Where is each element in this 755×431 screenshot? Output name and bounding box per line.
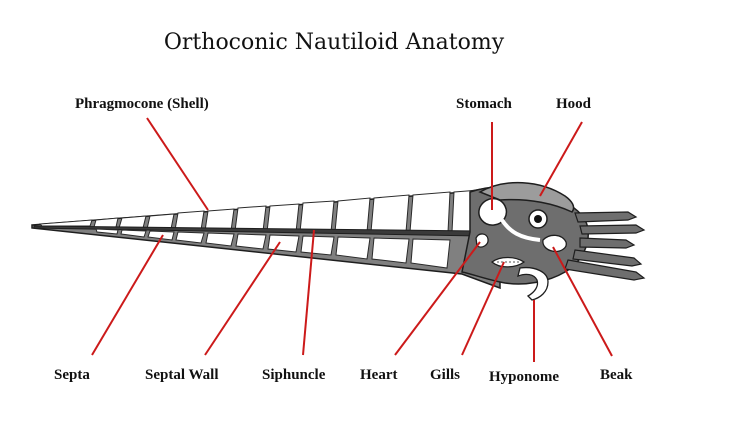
eye-pupil xyxy=(534,215,542,223)
label-gills: Gills xyxy=(430,367,460,384)
leader-septal-wall xyxy=(205,242,280,355)
leader-septa xyxy=(92,235,163,355)
shell-chambers-upper xyxy=(40,190,480,232)
label-stomach: Stomach xyxy=(456,96,512,113)
label-phragmocone: Phragmocone (Shell) xyxy=(75,96,209,113)
label-septa: Septa xyxy=(54,367,90,384)
label-hood: Hood xyxy=(556,96,591,113)
label-heart: Heart xyxy=(360,367,397,384)
label-septal-wall: Septal Wall xyxy=(145,367,219,384)
leader-hood xyxy=(540,122,582,196)
label-hyponome: Hyponome xyxy=(489,369,559,386)
leader-phragmocone xyxy=(147,118,208,210)
label-siphuncle: Siphuncle xyxy=(262,367,325,384)
label-beak: Beak xyxy=(600,367,633,384)
